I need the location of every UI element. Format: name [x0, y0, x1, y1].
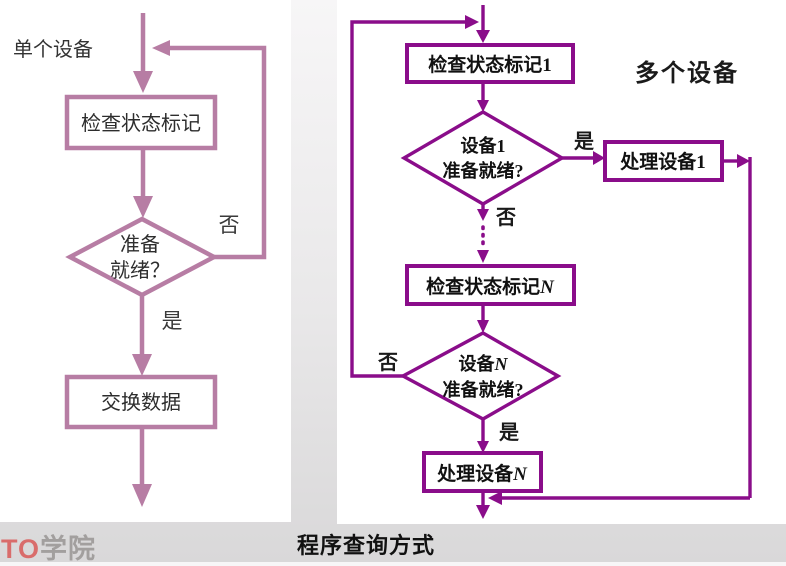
noN-label: 否: [377, 352, 398, 374]
arrow-right-icon: [465, 15, 479, 29]
exchange-data-text: 交换数据: [101, 391, 181, 414]
deviceN-prefix: 设备: [459, 353, 496, 374]
check-status1-text: 检查状态标记1: [428, 53, 552, 76]
watermark-logo: TO学院: [1, 527, 96, 566]
arrow-down-icon: [476, 505, 490, 519]
check-status1-box: [405, 43, 575, 84]
process-device1-text: 处理设备1: [619, 150, 706, 173]
single-device-flowchart: 检查状态标记 准备 就绪？ 否 是 交换数据: [64, 13, 267, 507]
multi-device-flowchart: 检查状态标记1 设备1 准备就绪? 是 处理设备1 否 检查状态标记N 设备N: [350, 5, 752, 519]
yes-label: 是: [162, 310, 183, 333]
device1-text-line1: 设备1: [461, 135, 506, 156]
check-statusN-text: 检查状态标记N: [426, 275, 555, 298]
arrow-right-icon: [737, 154, 750, 168]
process-deviceN-box: [422, 451, 543, 493]
check-statusN-box: [405, 264, 576, 306]
multi-device-title: 多个设备: [635, 60, 739, 87]
yes1-label: 是: [573, 130, 594, 153]
arrow-down-icon: [477, 209, 489, 221]
arrow-down-icon: [477, 320, 489, 333]
no-label: 否: [219, 214, 240, 237]
arrow-down-icon: [477, 250, 489, 263]
ready-text-line2: 就绪？: [110, 259, 170, 282]
process-deviceN-variable: N: [512, 464, 528, 485]
check-status-text: 检查状态标记: [81, 112, 201, 135]
check-statusN-variable: N: [539, 277, 555, 298]
ready-diamond: [65, 216, 219, 298]
arrow-down-icon: [477, 441, 489, 453]
arrow-left-icon: [488, 491, 502, 505]
logo-rest-text: 学院: [40, 534, 97, 564]
arrow-left-icon: [152, 40, 170, 56]
arrow-right-icon: [593, 151, 605, 165]
deviceN-text-line2: 准备就绪?: [443, 379, 524, 400]
device1-text-line2: 准备就绪?: [443, 160, 524, 181]
no1-label: 否: [495, 207, 516, 229]
no-loop-line: [170, 45, 267, 260]
multi-device-panel: 多个设备 检查状态标记1 设备1 准备就绪? 是 处理设备1 否: [337, 0, 786, 524]
deviceN-variable: N: [494, 354, 509, 374]
check-statusN-prefix: 检查状态标记: [426, 275, 540, 298]
device1-ready-diamond: [400, 110, 566, 206]
logo-accent-text: TO: [1, 534, 41, 564]
process-deviceN-text: 处理设备N: [436, 462, 528, 485]
single-device-panel: 单个设备 检查状态标记 准备 就绪？ 否 是 交换数据: [0, 0, 291, 522]
page-title: 程序查询方式: [297, 533, 436, 558]
single-device-title: 单个设备: [13, 39, 93, 61]
arrow-down-icon: [132, 484, 152, 507]
deviceN-ready-diamond: [399, 331, 562, 421]
arrow-down-icon: [476, 30, 490, 43]
exchange-data-box: [64, 374, 218, 430]
arrow-down-icon: [133, 196, 153, 218]
deviceN-text-line1: 设备N: [459, 353, 509, 374]
ready-text-line1: 准备: [120, 233, 160, 256]
arrow-down-icon: [477, 100, 489, 112]
yesN-label: 是: [498, 421, 519, 444]
process-deviceN-prefix: 处理设备: [436, 462, 514, 485]
arrow-down-icon: [133, 71, 153, 93]
arrow-down-icon: [132, 354, 152, 376]
outer-no-loop-line: [350, 20, 465, 378]
